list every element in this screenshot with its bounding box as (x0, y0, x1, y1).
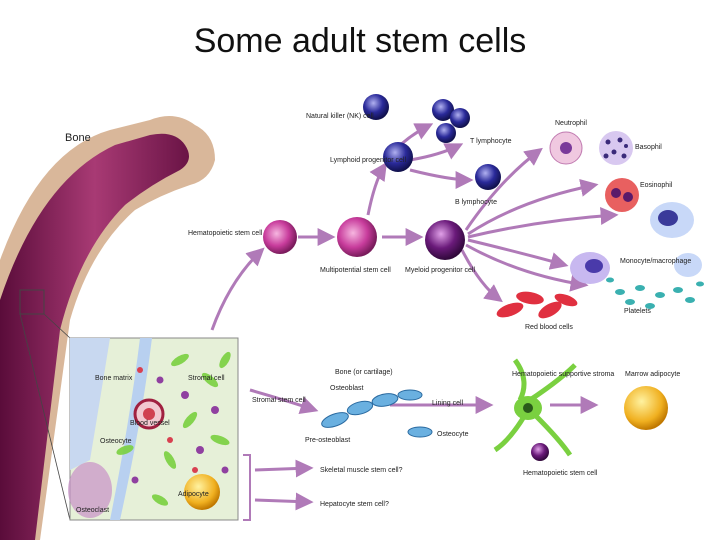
hematopoietic-stem-cell (263, 220, 297, 254)
osteoclast-label: Osteoclast (76, 507, 109, 514)
nk-cell (363, 94, 389, 120)
lining-cell-label: Lining cell (432, 400, 464, 407)
multipotential-stem-cell-label: Multipotential stem cell (320, 267, 391, 274)
t-lymphocyte-label: T lymphocyte (470, 138, 512, 145)
monocyte-macrophage-label: Monocyte/macrophage (620, 258, 691, 265)
myeloid-progenitor-cell (425, 220, 465, 260)
blood-vessel-label: Blood vessel (130, 420, 170, 427)
stromal-cell-label: Stromal cell (188, 375, 225, 382)
bone-illustration (0, 116, 215, 540)
b-lymphocyte-label: B lymphocyte (455, 199, 497, 206)
platelets-label: Platelets (624, 308, 651, 315)
stromal-cells (321, 358, 668, 461)
pre-osteoblast-label: Pre-osteoblast (305, 437, 350, 444)
page-title: Some adult stem cells (193, 22, 527, 60)
marrow-adipocyte-cell (624, 386, 668, 430)
adipocyte-label: Adipocyte (178, 491, 209, 498)
t-lymphocyte-cell-1 (432, 99, 454, 121)
hepatocyte-stem-cell-label: Hepatocyte stem cell? (320, 501, 389, 508)
hematopoietic-stem-cell-label: Hematopoietic stem cell (188, 230, 263, 237)
bone-matrix-label: Bone matrix (95, 375, 133, 382)
myeloid-progenitor-label: Myeloid progenitor cell (405, 267, 475, 274)
b-lymphocyte-cell (475, 164, 501, 190)
platelets-cluster (606, 277, 704, 309)
supportive-stroma-label: Hematopoietic supportive stroma (512, 371, 614, 378)
basophil-cell (599, 131, 633, 165)
supportive-hsc-label: Hematopoietic stem cell (523, 470, 598, 477)
red-blood-cells-cluster (496, 291, 578, 319)
eosinophil-label: Eosinophil (640, 182, 673, 189)
basophil-label: Basophil (635, 144, 662, 151)
t-lymphocyte-cell-2 (450, 108, 470, 128)
lymphoid-progenitor-label: Lymphoid progenitor cell (330, 157, 406, 164)
osteoblast-label: Osteoblast (330, 385, 364, 392)
nk-cell-label: Natural killer (NK) cell (306, 113, 374, 120)
bone-or-cartilage-label: Bone (or cartilage) (335, 369, 393, 376)
stromal-stem-cell-label: Stromal stem cell (252, 397, 306, 404)
marrow-adipocyte-label: Marrow adipocyte (625, 371, 680, 378)
t-lymphocyte-cell-3 (436, 123, 456, 143)
bone-label: Bone (65, 132, 91, 144)
supportive-hsc (531, 443, 549, 461)
hematopoietic-cells (263, 94, 704, 319)
osteocyte-inset-label: Osteocyte (100, 438, 132, 445)
eosinophil-cell (605, 178, 639, 212)
marrow-inset (68, 337, 239, 521)
multipotential-stem-cell (337, 217, 377, 257)
osteocyte-label: Osteocyte (437, 431, 469, 438)
lymphoid-progenitor-cell (383, 142, 413, 172)
skeletal-muscle-stem-cell-label: Skeletal muscle stem cell? (320, 467, 403, 474)
neutrophil-label: Neutrophil (555, 120, 587, 127)
red-blood-cells-label: Red blood cells (525, 324, 573, 331)
